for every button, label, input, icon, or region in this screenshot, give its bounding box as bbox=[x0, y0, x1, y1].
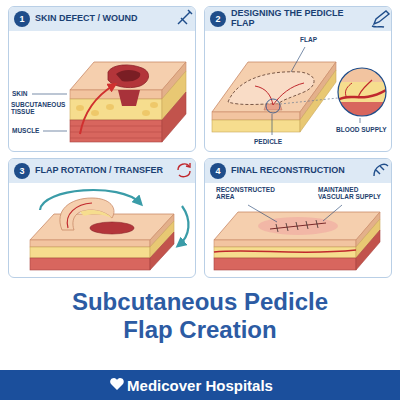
step-title: FINAL RECONSTRUCTION bbox=[231, 166, 345, 176]
step-number-text: 4 bbox=[215, 167, 220, 176]
step-title: SKIN DEFECT / WOUND bbox=[35, 14, 138, 24]
layer-label: SUBCUTANEOUS TISSUE bbox=[11, 101, 69, 116]
layer-label: MUSCLE bbox=[12, 127, 39, 134]
reconstruction bbox=[214, 205, 380, 270]
step-panel: FLAP ROTATION / TRANSFER 3 bbox=[8, 158, 196, 278]
part-label: PEDICLE bbox=[254, 138, 282, 145]
flap-design bbox=[212, 47, 386, 135]
footer-bar: Medicover Hospitals bbox=[0, 370, 400, 400]
part-label: BLOOD SUPPLY bbox=[336, 126, 387, 133]
step-panel: FINAL RECONSTRUCTION 4 bbox=[204, 158, 392, 278]
callout-label: RECONSTRUCTED AREA bbox=[216, 186, 278, 201]
step-title: DESIGNING THE PEDICLE FLAP bbox=[231, 9, 369, 29]
step-number-text: 3 bbox=[19, 167, 24, 176]
header-band: FLAP ROTATION / TRANSFER bbox=[9, 159, 195, 183]
brand-name: Medicover Hospitals bbox=[127, 378, 273, 393]
step-number-text: 1 bbox=[19, 15, 24, 24]
callout-label: MAINTAINED VASCULAR SUPPLY bbox=[318, 186, 388, 201]
step-title: FLAP ROTATION / TRANSFER bbox=[35, 166, 163, 176]
header-band: FINAL RECONSTRUCTION bbox=[205, 159, 391, 183]
header-band: SKIN DEFECT / WOUND bbox=[9, 7, 195, 31]
flap-rotation bbox=[30, 190, 188, 270]
step-number: 1 bbox=[14, 11, 30, 27]
step-number: 4 bbox=[210, 163, 226, 179]
header-band: DESIGNING THE PEDICLE FLAP bbox=[205, 7, 391, 31]
part-label: FLAP bbox=[300, 36, 317, 43]
diagram-title: Subcutaneous Pedicle Flap Creation bbox=[55, 288, 345, 344]
step-number-text: 2 bbox=[215, 15, 220, 24]
step-number: 3 bbox=[14, 163, 30, 179]
layer-label: SKIN bbox=[12, 90, 28, 97]
step-number: 2 bbox=[210, 11, 226, 27]
